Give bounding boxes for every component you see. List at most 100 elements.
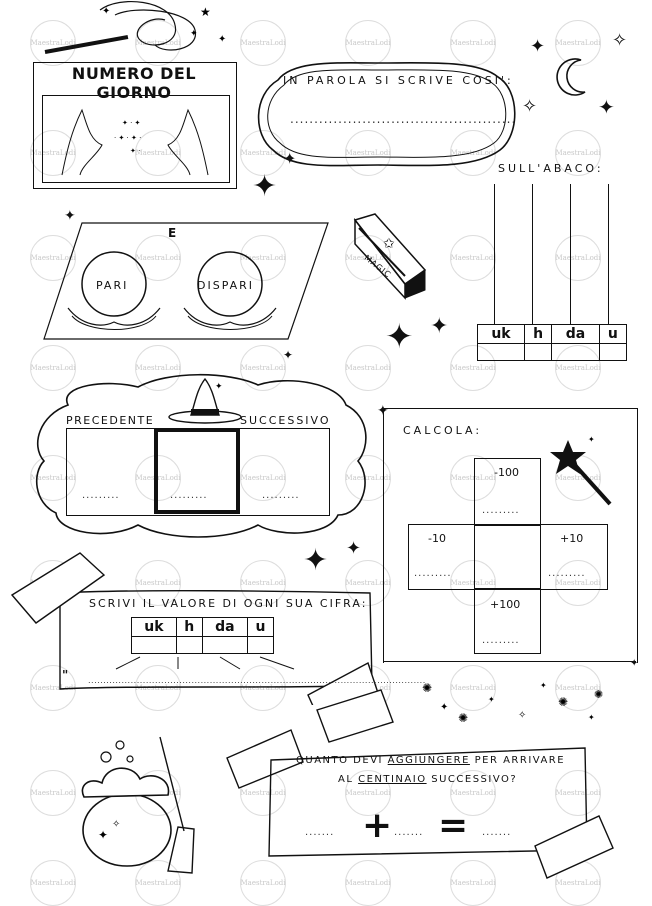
watermark-text: Lodi <box>584 579 601 587</box>
watermark-text: Maestra <box>240 579 270 587</box>
calcola-left-blank[interactable]: ......... <box>414 568 452 579</box>
watermark-text: Maestra <box>555 474 585 482</box>
crystal-ball-pari-icon <box>67 251 161 330</box>
watermark-text: Maestra <box>555 39 585 47</box>
add-amount-blank[interactable]: ....... <box>394 827 424 838</box>
current-number-box[interactable] <box>154 428 240 514</box>
watermark-text: Lodi <box>59 474 76 482</box>
watermark-text: Maestra <box>240 879 270 887</box>
watermark-text: Lodi <box>584 39 601 47</box>
watermark-text: Lodi <box>374 684 391 692</box>
digit-arrows <box>115 656 295 670</box>
calcola-right-blank[interactable]: ......... <box>548 568 586 579</box>
praying-hands-icon: ✦ · ✦ · ✦ · ✦ · ✦ · <box>61 108 209 176</box>
digit-cell[interactable] <box>175 636 203 654</box>
wizard-hat-icon: ✦ <box>168 377 242 424</box>
valore-label: SCRIVI IL VALORE DI OGNI SUA CIFRA: <box>89 597 368 610</box>
watermark-text: Maestra <box>450 579 480 587</box>
current-blank[interactable]: ......... <box>170 490 208 501</box>
svg-text:★: ★ <box>200 5 211 19</box>
abacus-col-h: h <box>523 324 553 344</box>
calcola-minus-100: -100 <box>494 466 519 479</box>
watermark-text: Lodi <box>479 684 496 692</box>
svg-text:✦: ✦ <box>540 681 547 690</box>
numero-del-giorno-box <box>33 62 237 189</box>
prec-succ-cloud-frame <box>36 373 367 538</box>
calcola-bottom-cell[interactable] <box>474 588 541 654</box>
watermark-text: Lodi <box>374 149 391 157</box>
pari-label[interactable]: PARI <box>96 279 129 292</box>
watermark-text: Maestra <box>450 39 480 47</box>
watermark-text: Maestra <box>450 364 480 372</box>
watermark-text: Maestra <box>240 789 270 797</box>
numero-del-giorno-title: NUMERO DEL GIORNO <box>71 64 197 102</box>
watermark-text: Maestra <box>345 364 375 372</box>
watermark-text: Lodi <box>374 789 391 797</box>
calcola-center-cell[interactable] <box>474 524 541 588</box>
successivo-blank[interactable]: ......... <box>262 490 300 501</box>
calcola-frame <box>383 408 638 663</box>
svg-text:✦: ✦ <box>102 6 110 17</box>
watermark-text: Maestra <box>240 39 270 47</box>
digit-cell[interactable] <box>201 636 248 654</box>
sparkle-icon: ✦ <box>346 538 362 559</box>
result-blank[interactable]: ....... <box>482 827 512 838</box>
watermark-text: Maestra <box>240 684 270 692</box>
precedente-blank[interactable]: ......... <box>82 490 120 501</box>
svg-text:✦: ✦ <box>588 435 595 444</box>
digit-col-da: da <box>201 617 248 637</box>
abacus-cell[interactable] <box>477 343 525 361</box>
magic-wand-star-icon: ✦ <box>550 435 612 506</box>
in-parola-blank[interactable]: ........................................… <box>290 112 517 126</box>
calcola-bottom-blank[interactable]: ......... <box>482 635 520 646</box>
digit-cell[interactable] <box>246 636 275 654</box>
dispari-label[interactable]: DISPARI <box>197 279 255 292</box>
abacus-col-uk: uk <box>477 324 525 344</box>
abacus-cell[interactable] <box>523 343 553 361</box>
watermark-text: Lodi <box>374 39 391 47</box>
svg-text:✺: ✺ <box>594 688 603 701</box>
watermark-text: Maestra <box>30 789 60 797</box>
addend-blank[interactable]: ....... <box>305 827 335 838</box>
question-keyword-centinaio: CENTINAIO <box>358 774 427 785</box>
calcola-top-blank[interactable]: ......... <box>482 505 520 516</box>
centinaio-question-line2: AL CENTINAIO SUCCESSIVO? <box>338 774 517 785</box>
calcola-minus-10: -10 <box>428 532 446 545</box>
watermark-text: Lodi <box>269 39 286 47</box>
digit-cell[interactable] <box>131 636 177 654</box>
valore-blank[interactable]: ........................................… <box>88 676 426 685</box>
watermark-text: Lodi <box>584 789 601 797</box>
svg-text:✧: ✧ <box>518 710 526 721</box>
watermark-text: Lodi <box>164 789 181 797</box>
calcola-top-cell[interactable] <box>474 458 541 526</box>
watermark-text: Lodi <box>59 254 76 262</box>
svg-text:✦: ✦ <box>98 828 108 842</box>
digit-col-h: h <box>175 617 203 637</box>
abacus-cell[interactable] <box>598 343 628 361</box>
watermark-text: Lodi <box>479 39 496 47</box>
abacus-cell[interactable] <box>551 343 600 361</box>
pari-dispari-frame <box>43 222 329 340</box>
abacus-col-da: da <box>551 324 600 344</box>
number-write-area[interactable] <box>42 95 230 183</box>
crystal-ball-dispari-icon <box>183 251 277 330</box>
watermark-text: Lodi <box>479 789 496 797</box>
watermark-text: Lodi <box>164 254 181 262</box>
watermark-text: Lodi <box>584 364 601 372</box>
watermark-text: Lodi <box>479 149 496 157</box>
watermark-text: Maestra <box>345 254 375 262</box>
